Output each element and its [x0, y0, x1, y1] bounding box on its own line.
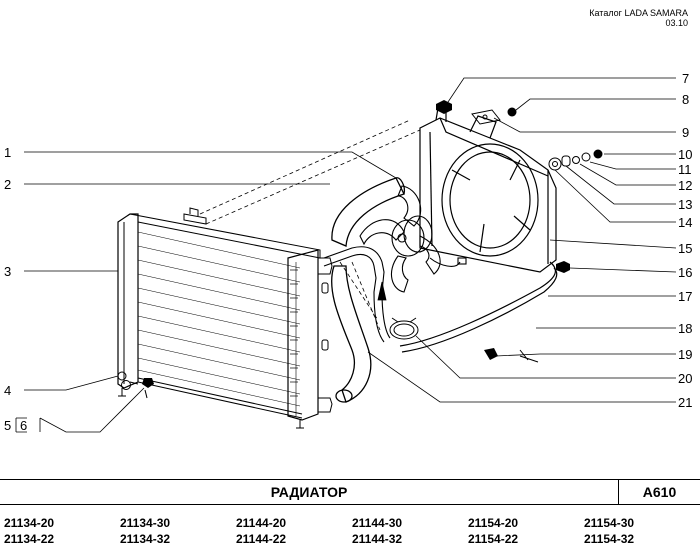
- callout-12: 12: [678, 178, 692, 193]
- model-code: 21154-30: [584, 516, 635, 530]
- lower-hose: [330, 265, 372, 403]
- callout-11: 11: [678, 162, 692, 177]
- title-code-cell: A610: [618, 480, 700, 504]
- title-bar: РАДИАТОР A610: [0, 479, 700, 505]
- callout-5: 5: [4, 418, 11, 433]
- callout-6: 6: [20, 418, 27, 433]
- callout-14: 14: [678, 215, 692, 230]
- callout-2: 2: [4, 177, 11, 192]
- callout-9: 9: [682, 125, 689, 140]
- model-code: 21144-20: [236, 516, 287, 530]
- tank-tube: [399, 261, 558, 353]
- callout-18: 18: [678, 321, 692, 336]
- callout-10: 10: [678, 147, 692, 162]
- callout-labels: 1 2 3 4 5 6 7 8 9 10 11 12 13 14 15 16 1…: [4, 71, 692, 433]
- hardware-parts: [436, 100, 603, 363]
- fan-motor: [359, 185, 467, 293]
- callout-13: 13: [678, 197, 692, 212]
- hose-clamp: [389, 317, 419, 340]
- catalog-label: Каталог LADA SAMARA: [589, 8, 688, 18]
- callout-19: 19: [678, 347, 692, 362]
- model-code: 21134-32: [120, 532, 171, 546]
- bypass-tube: [323, 246, 391, 343]
- model-code: 21154-20: [468, 516, 519, 530]
- callout-21: 21: [678, 395, 692, 410]
- assembly-title: РАДИАТОР: [270, 484, 348, 500]
- drain-screw: [142, 378, 154, 399]
- assembly-code: A610: [642, 484, 677, 500]
- catalog-date: 03.10: [665, 18, 688, 28]
- model-code: 21134-20: [4, 516, 55, 530]
- callout-8: 8: [682, 92, 689, 107]
- model-code: 21134-30: [120, 516, 171, 530]
- model-code: 21144-30: [352, 516, 403, 530]
- radiator-exploded-diagram: 1 2 3 4 5 6 7 8 9 10 11 12 13 14 15 16 1…: [4, 71, 692, 433]
- radiator-core: [117, 207, 333, 429]
- model-code: 21144-32: [352, 532, 403, 546]
- callout-16: 16: [678, 265, 692, 280]
- callout-20: 20: [678, 371, 692, 386]
- callout-15: 15: [678, 241, 692, 256]
- callout-3: 3: [4, 264, 11, 279]
- leader-lines: [15, 77, 677, 433]
- model-code: 21154-32: [584, 532, 635, 546]
- model-code: 21144-22: [236, 532, 287, 546]
- callout-1: 1: [4, 145, 11, 160]
- model-code: 21154-22: [468, 532, 519, 546]
- upper-hose: [331, 177, 406, 247]
- flow-arrow: [377, 281, 387, 301]
- callout-4: 4: [4, 383, 11, 398]
- assembly-guides: [199, 119, 421, 331]
- catalog-header: Каталог LADA SAMARA 03.10: [589, 8, 688, 28]
- fan-shroud: [419, 107, 557, 273]
- model-code: 21134-22: [4, 532, 55, 546]
- callout-7: 7: [682, 71, 689, 86]
- callout-17: 17: [678, 289, 692, 304]
